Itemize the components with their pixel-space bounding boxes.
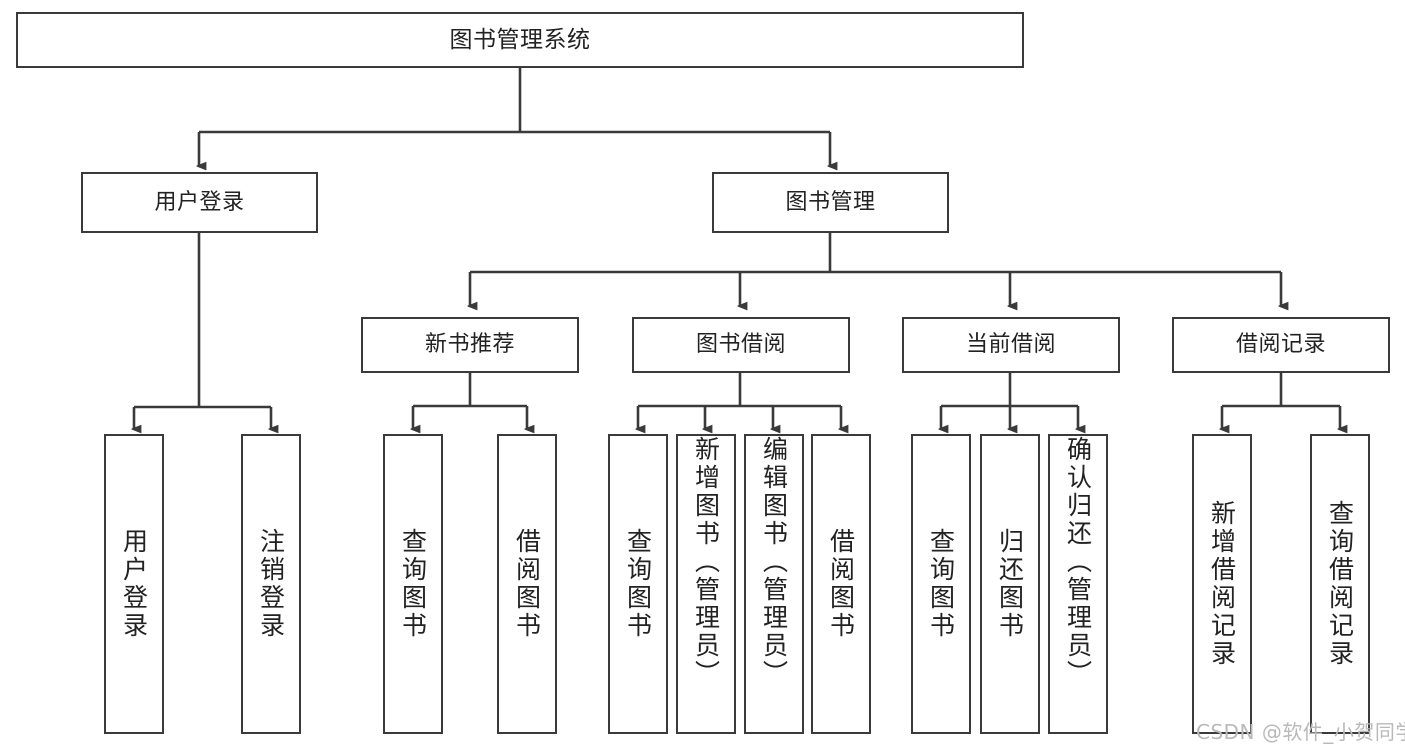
node-label: 查询图书 <box>623 528 653 640</box>
leaf-user-login[interactable]: 用户登录 <box>104 434 164 734</box>
node-book-borrow[interactable]: 图书借阅 <box>632 317 850 373</box>
node-label: 图书管理系统 <box>449 26 591 53</box>
node-label: 图书管理 <box>785 189 876 215</box>
node-borrow-record[interactable]: 借阅记录 <box>1172 317 1390 373</box>
node-label: 借阅图书 <box>826 528 856 640</box>
node-label: 当前借阅 <box>965 332 1056 357</box>
node-label: 新增借阅记录 <box>1207 500 1237 668</box>
node-label: 新书推荐 <box>424 332 515 357</box>
leaf-confirm-return-admin[interactable]: 确认归还（管理员） <box>1048 434 1108 734</box>
node-book-management[interactable]: 图书管理 <box>712 172 949 233</box>
leaf-borrow-book-recommend[interactable]: 借阅图书 <box>497 434 557 734</box>
node-label: 新增图书（管理员） <box>691 436 721 688</box>
node-label: 借阅记录 <box>1235 332 1326 357</box>
leaf-query-book-recommend[interactable]: 查询图书 <box>383 434 443 734</box>
leaf-return-book[interactable]: 归还图书 <box>980 434 1040 734</box>
leaf-query-book-borrow[interactable]: 查询图书 <box>608 434 668 734</box>
node-label: 查询借阅记录 <box>1325 500 1355 668</box>
node-label: 编辑图书（管理员） <box>759 436 789 688</box>
node-label: 借阅图书 <box>512 528 542 640</box>
node-label: 查询图书 <box>926 528 956 640</box>
node-user-login[interactable]: 用户登录 <box>81 172 318 233</box>
node-label: 归还图书 <box>995 528 1025 640</box>
node-label: 用户登录 <box>119 528 149 640</box>
node-label: 确认归还（管理员） <box>1063 436 1093 688</box>
node-label: 注销登录 <box>256 528 286 640</box>
leaf-add-book-admin[interactable]: 新增图书（管理员） <box>676 434 736 734</box>
node-label: 图书借阅 <box>695 332 786 357</box>
leaf-edit-book-admin[interactable]: 编辑图书（管理员） <box>744 434 804 734</box>
leaf-query-book-current[interactable]: 查询图书 <box>911 434 971 734</box>
leaf-borrow-book[interactable]: 借阅图书 <box>811 434 871 734</box>
leaf-logout[interactable]: 注销登录 <box>241 434 301 734</box>
node-label: 用户登录 <box>154 189 245 215</box>
leaf-query-borrow-record[interactable]: 查询借阅记录 <box>1310 434 1370 734</box>
node-root-book-management-system[interactable]: 图书管理系统 <box>16 12 1024 68</box>
node-current-borrow[interactable]: 当前借阅 <box>902 317 1120 373</box>
leaf-add-borrow-record[interactable]: 新增借阅记录 <box>1192 434 1252 734</box>
node-label: 查询图书 <box>398 528 428 640</box>
node-new-book-recommend[interactable]: 新书推荐 <box>361 317 579 373</box>
